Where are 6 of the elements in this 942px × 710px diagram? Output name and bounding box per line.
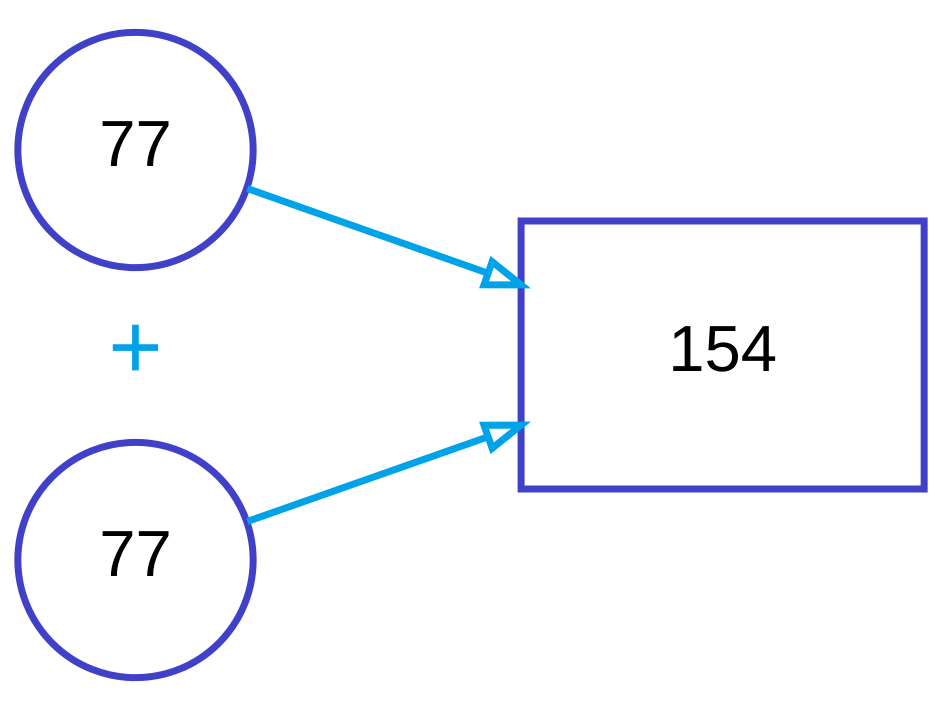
node-circle: 77 <box>14 28 257 272</box>
label: + <box>108 294 163 398</box>
arrow <box>246 185 532 288</box>
arrow <box>246 422 532 525</box>
node-box: 154 <box>518 218 928 492</box>
node-circle: 77 <box>14 438 257 682</box>
